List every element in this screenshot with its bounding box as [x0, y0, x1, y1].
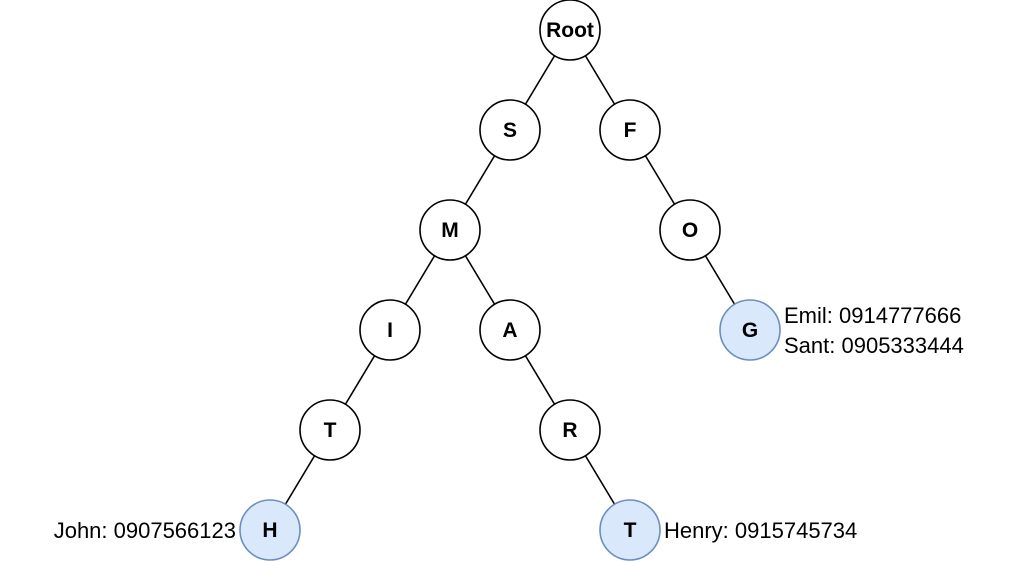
edge-o-g [704, 255, 736, 305]
node-circle [719, 299, 781, 361]
node-circle [479, 299, 541, 361]
node-label: F [624, 119, 637, 142]
node-label: A [502, 319, 517, 342]
node-label: H [262, 519, 277, 542]
node-g: G [719, 299, 781, 361]
annotation-t2-line-0: Henry: 0915745734 [664, 518, 857, 543]
node-r: R [539, 399, 601, 461]
node-o: O [659, 199, 721, 261]
node-circle [539, 0, 601, 61]
node-s: S [479, 99, 541, 161]
edge-s-m [464, 155, 496, 205]
node-label: S [503, 119, 517, 142]
node-m: M [419, 199, 481, 261]
node-circle [599, 499, 661, 561]
node-circle [299, 399, 361, 461]
edge-m-i [404, 255, 436, 305]
edge-r-t2 [584, 455, 616, 505]
annotation-g-line-0: Emil: 0914777666 [784, 303, 961, 328]
node-label: R [562, 419, 577, 442]
node-a: A [479, 299, 541, 361]
node-circle [599, 99, 661, 161]
edge-m-a [464, 255, 496, 305]
node-circle [419, 199, 481, 261]
edge-root-s [524, 55, 556, 105]
node-circle [479, 99, 541, 161]
node-root: Root [539, 0, 601, 61]
node-label: O [682, 219, 698, 242]
node-label: I [387, 319, 393, 342]
node-circle [659, 199, 721, 261]
node-circle [539, 399, 601, 461]
edge-t1-h [284, 455, 316, 505]
node-label: Root [546, 19, 594, 42]
node-circle [359, 299, 421, 361]
node-circle [239, 499, 301, 561]
annotation-h-line-0: John: 0907566123 [54, 518, 236, 543]
edge-i-t1 [344, 355, 376, 405]
edge-root-f [584, 55, 616, 105]
edge-a-r [524, 355, 556, 405]
node-i: I [359, 299, 421, 361]
node-label: T [324, 419, 337, 442]
node-t2: T [599, 499, 661, 561]
node-label: G [742, 319, 758, 342]
annotation-g-line-1: Sant: 0905333444 [784, 333, 964, 358]
edge-group [284, 55, 736, 505]
node-h: H [239, 499, 301, 561]
node-t1: T [299, 399, 361, 461]
node-label: T [624, 519, 637, 542]
edge-f-o [644, 155, 676, 205]
node-f: F [599, 99, 661, 161]
node-label: M [441, 219, 459, 242]
